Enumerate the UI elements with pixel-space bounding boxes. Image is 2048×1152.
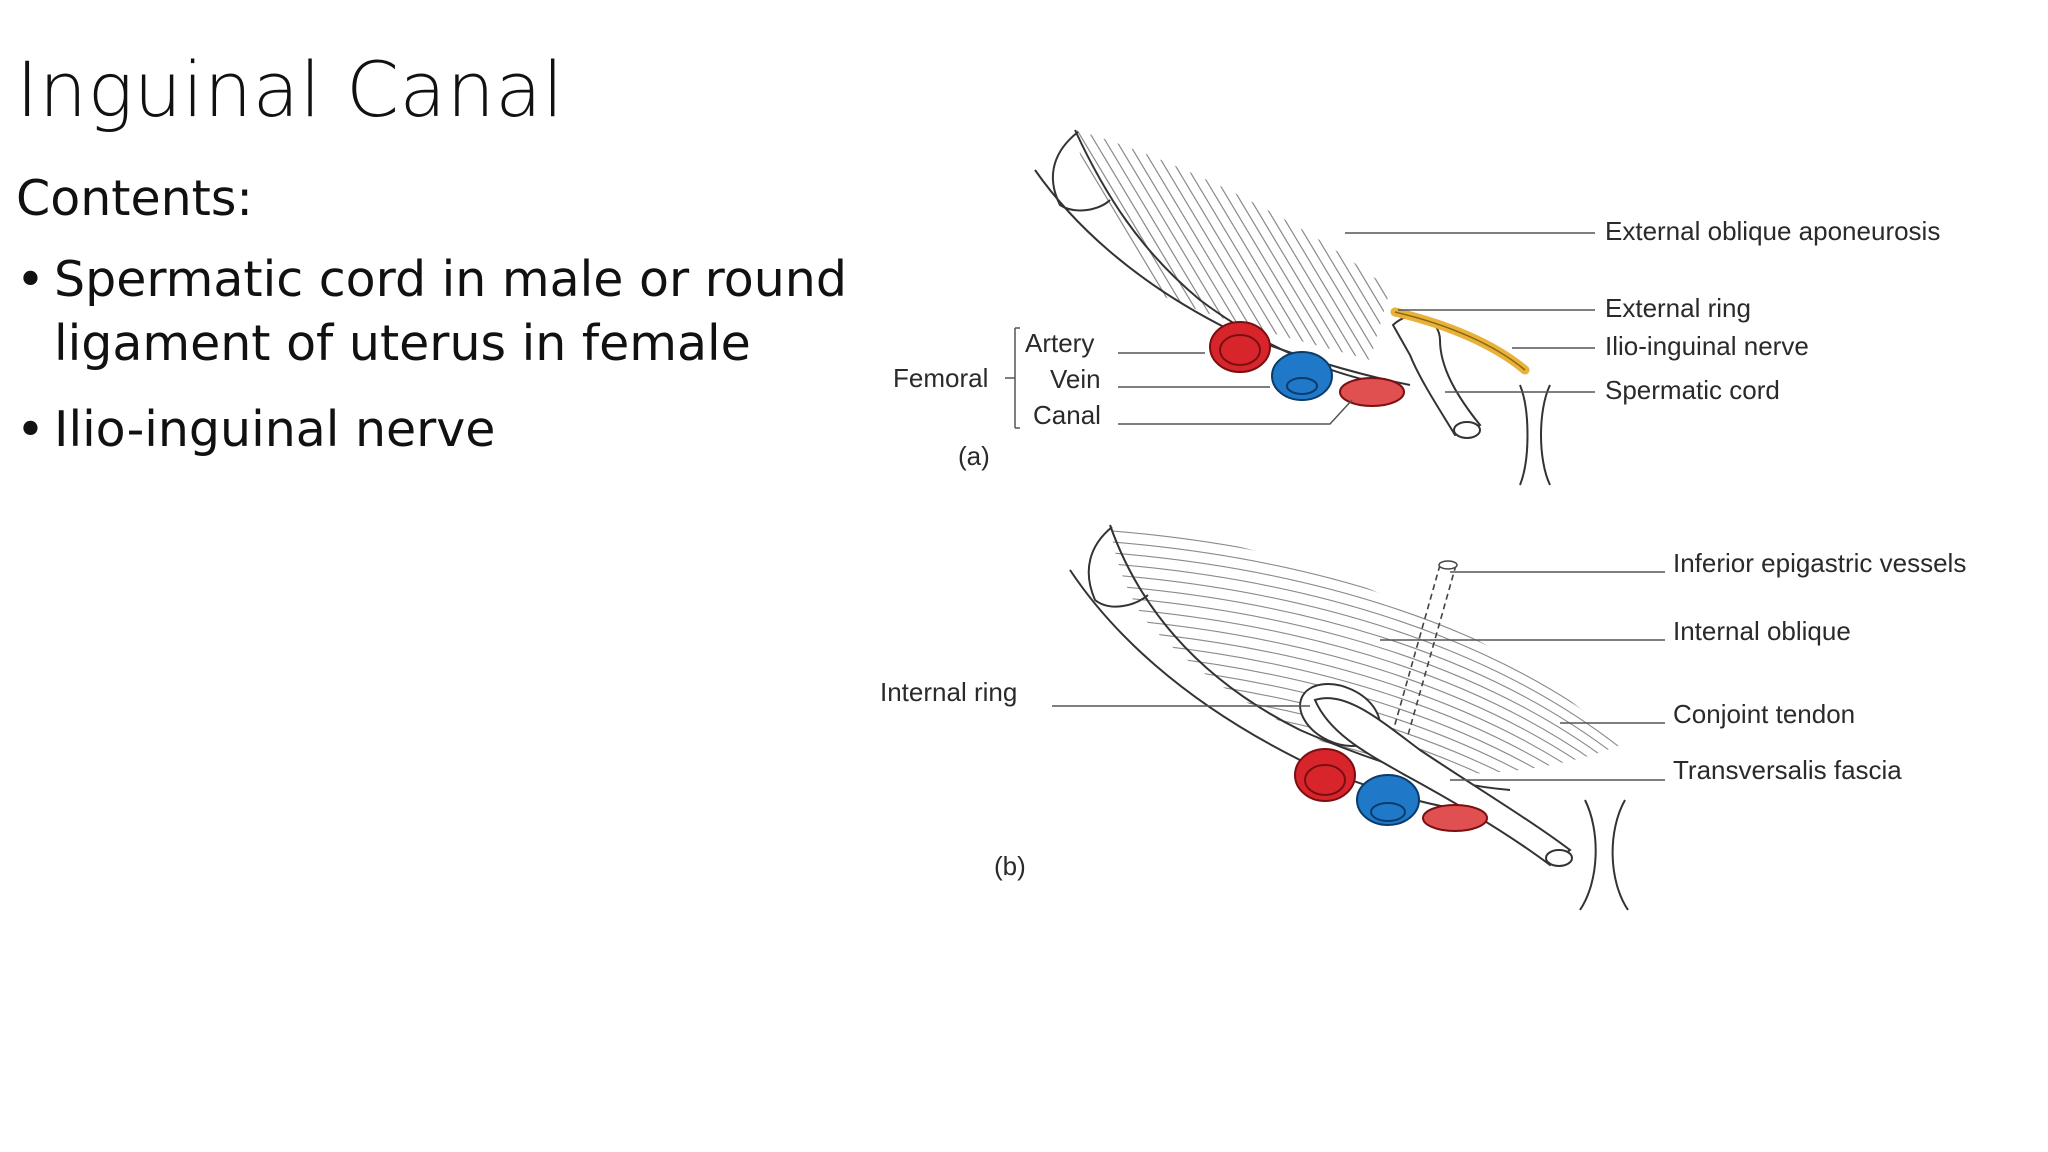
slide-title: Inguinal Canal [16,45,564,134]
label-transversalis-fascia: Transversalis fascia [1673,755,1902,785]
femoral-vein-b [1356,774,1420,826]
femoral-artery-a [1209,321,1271,373]
inguinal-ligament-a-lower [1034,169,1411,386]
leader-lines-b [1052,571,1665,781]
bullet-text: Ilio-inguinal nerve [54,401,496,458]
panel-label-a: (a) [958,441,990,471]
ligament-curl-a [1051,131,1111,212]
ilio-inguinal-nerve-outline [1394,311,1526,371]
bullet-glyph: • [16,251,45,308]
aponeurosis-fibers [1075,130,1390,360]
epigastric-vessel-top [1438,560,1458,570]
contents-heading: Contents: [16,170,253,227]
femoral-vein-a [1271,351,1333,401]
femoral-artery-b [1294,748,1356,802]
scrotum-outline-a [1519,384,1529,486]
label-external-ring: External ring [1605,293,1751,323]
inguinal-ligament-b-lower [1069,569,1501,816]
scrotum-outline-b [1579,799,1597,911]
label-canal: Canal [1033,400,1101,430]
panel-a: External oblique aponeurosis External ri… [893,129,1940,486]
spermatic-cord-end-a [1453,421,1481,439]
label-artery: Artery [1025,328,1094,358]
label-femoral: Femoral [893,363,988,393]
label-internal-ring: Internal ring [880,677,1017,707]
femoral-canal-b [1422,804,1488,832]
label-vein: Vein [1050,364,1101,394]
leader-lines-a [1005,232,1595,429]
femoral-canal-a [1339,377,1405,407]
panel-b: Inferior epigastric vessels Internal obl… [880,524,1966,911]
scrotum-outline-a-2 [1540,384,1551,486]
label-external-oblique-aponeurosis: External oblique aponeurosis [1605,216,1940,246]
label-inferior-epigastric-vessels: Inferior epigastric vessels [1673,548,1966,578]
label-ilio-inguinal-nerve: Ilio-inguinal nerve [1605,331,1809,361]
scrotum-outline-b-2 [1611,799,1629,911]
spermatic-cord-end-b [1545,849,1573,867]
panel-label-b: (b) [994,851,1026,881]
bullet-text: Spermatic cord in male or round ligament… [54,251,847,372]
label-spermatic-cord: Spermatic cord [1605,375,1780,405]
label-internal-oblique: Internal oblique [1673,616,1851,646]
ligament-curl-b [1087,526,1149,608]
bullet-glyph: • [16,401,45,458]
label-conjoint-tendon: Conjoint tendon [1673,699,1855,729]
